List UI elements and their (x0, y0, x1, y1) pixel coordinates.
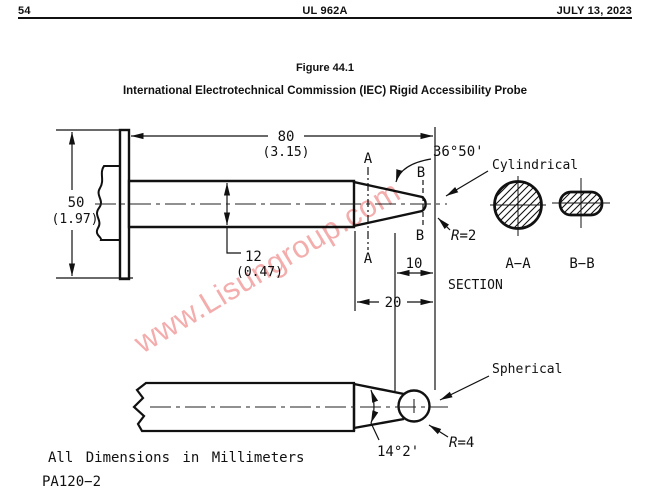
angle-36-50-label: 36°50' (433, 144, 484, 160)
probe-handle (95, 165, 121, 241)
spherical-label: Spherical (492, 362, 562, 377)
radius-4-symbol: R (449, 435, 457, 451)
units-note: All Dimensions in Millimeters (48, 450, 304, 466)
dim-80: 80 (3.15) (131, 127, 436, 390)
section-marker-b-top: B (417, 165, 425, 181)
dim-50-value: 50 (68, 195, 85, 211)
radius-4-label: R=4 (449, 435, 474, 451)
radius-2-callout: R=2 (437, 217, 476, 244)
spherical-callout: Spherical (439, 362, 562, 401)
section-view-aa: A−A (490, 176, 546, 272)
dim-80-value: 80 (278, 129, 295, 145)
dim-80-inches: (3.15) (263, 145, 310, 160)
dim-20: 20 (354, 231, 433, 311)
dim-50-inches: (1.97) (52, 212, 99, 227)
section-aa-label: A−A (505, 256, 531, 272)
drawing-code: PA120−2 (42, 474, 101, 490)
dim-12: 12 (0.47) (223, 183, 283, 280)
cylindrical-label: Cylindrical (492, 158, 578, 173)
angle-14-2: 14°2' (370, 389, 419, 460)
section-view-bb: B−B (552, 178, 610, 272)
angle-14-2-label: 14°2' (377, 444, 419, 460)
figure-title: International Electrotechnical Commissio… (122, 85, 528, 97)
angle-36-50: 36°50' (395, 144, 484, 183)
dim-10-value: 10 (406, 256, 423, 272)
section-bb-label: B−B (569, 256, 594, 272)
dim-50: 50 (1.97) (52, 129, 133, 279)
page-number: 54 (18, 5, 31, 17)
section-marker-a-top: A (364, 151, 373, 167)
dim-20-value: 20 (385, 295, 402, 311)
figure-label: Figure 44.1 (295, 62, 355, 74)
radius-2-value: =2 (459, 228, 476, 244)
radius-2-symbol: R (451, 228, 459, 244)
header-date: JULY 13, 2023 (556, 5, 632, 17)
section-caption: SECTION (448, 278, 503, 293)
section-line-a: A A (364, 151, 373, 267)
radius-4-callout: R=4 (428, 424, 474, 451)
radius-4-value: =4 (457, 435, 474, 451)
section-marker-a-bottom: A (364, 251, 373, 267)
header-rule (18, 17, 632, 19)
radius-2-label: R=2 (451, 228, 476, 244)
dim-12-value: 12 (245, 249, 262, 265)
probe-bottom-body (132, 381, 431, 433)
centerlines (95, 203, 448, 408)
standard-title: UL 962A (302, 5, 348, 17)
dim-12-inches: (0.47) (236, 265, 283, 280)
section-marker-b-bottom: B (416, 228, 424, 244)
dim-10: 10 (394, 233, 433, 391)
cylindrical-callout: Cylindrical (445, 158, 578, 197)
